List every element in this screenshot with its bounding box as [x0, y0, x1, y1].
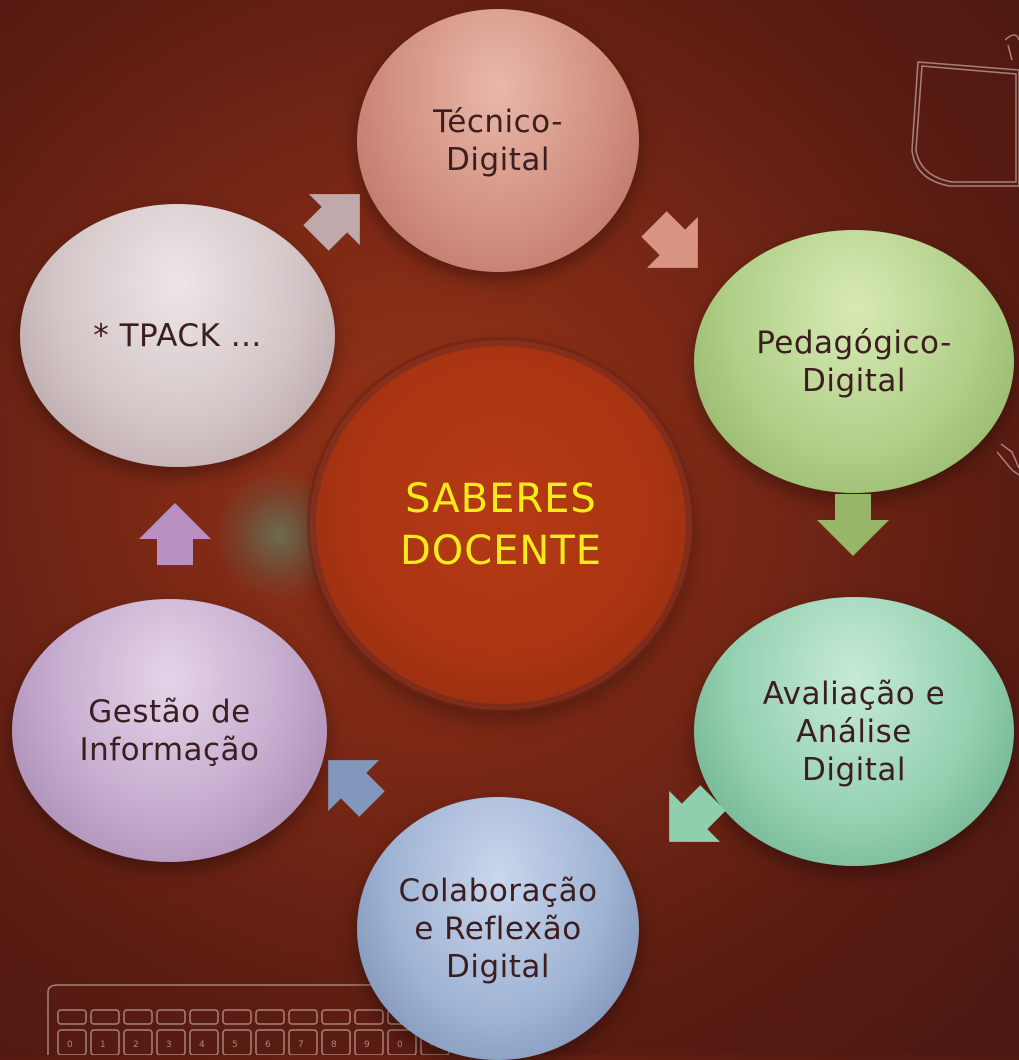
- keyboard-key: [321, 1029, 351, 1055]
- keyboard-key-label: 0: [67, 1040, 73, 1050]
- pen-sketch-icon: [996, 443, 1019, 476]
- keyboard-key: [57, 1029, 87, 1055]
- arrow-avaliacao-to-colaboracao: [643, 772, 739, 868]
- keyboard-key-label: 1: [100, 1040, 106, 1050]
- keyboard-key: [387, 1029, 417, 1055]
- node-label: Colaboração e Reflexão Digital: [398, 872, 598, 985]
- node-tpack: * TPACK ...: [20, 204, 335, 467]
- keyboard-key-label: 5: [232, 1040, 238, 1050]
- keyboard-key: [288, 1029, 318, 1055]
- keyboard-key-blank: [123, 1009, 153, 1025]
- keyboard-key: [354, 1029, 384, 1055]
- pouch-sketch-icon: [911, 34, 1019, 187]
- keyboard-key-blank: [57, 1009, 87, 1025]
- arrow-colaboracao-to-gestao: [302, 734, 398, 830]
- keyboard-key-label: 0: [397, 1040, 403, 1050]
- keyboard-key-label: 8: [331, 1040, 337, 1050]
- keyboard-key-label: 2: [133, 1040, 139, 1050]
- node-label: Avaliação e Análise Digital: [762, 675, 946, 788]
- arrow-pedagogico-to-avaliacao: [817, 494, 889, 556]
- keyboard-key: [222, 1029, 252, 1055]
- center-title: SABERES DOCENTE: [399, 476, 603, 574]
- arrow-tecnico-to-pedagogico: [628, 198, 724, 294]
- keyboard-key: [189, 1029, 219, 1055]
- keyboard-key-label: 7: [298, 1040, 304, 1050]
- keyboard-key: [255, 1029, 285, 1055]
- node-avaliacao-analise-digital: Avaliação e Análise Digital: [694, 597, 1014, 866]
- keyboard-key-blank: [255, 1009, 285, 1025]
- node-colaboracao-reflexao-digital: Colaboração e Reflexão Digital: [357, 797, 639, 1060]
- node-label: Gestão de Informação: [79, 693, 260, 768]
- keyboard-key-label: 4: [199, 1040, 205, 1050]
- arrow-gestao-to-tpack: [139, 503, 211, 565]
- node-tecnico-digital: Técnico- Digital: [357, 9, 639, 272]
- node-label: * TPACK ...: [93, 317, 262, 354]
- keyboard-key-blank: [321, 1009, 351, 1025]
- keyboard-key-blank: [90, 1009, 120, 1025]
- keyboard-key-blank: [354, 1009, 384, 1025]
- keyboard-key: [156, 1029, 186, 1055]
- node-pedagogico-digital: Pedagógico- Digital: [694, 230, 1014, 493]
- keyboard-key-blank: [288, 1009, 318, 1025]
- keyboard-key: [90, 1029, 120, 1055]
- keyboard-key-blank: [189, 1009, 219, 1025]
- keyboard-key: [123, 1029, 153, 1055]
- node-gestao-informacao: Gestão de Informação: [12, 599, 327, 862]
- keyboard-key-blank: [222, 1009, 252, 1025]
- center-circle: SABERES DOCENTE: [316, 346, 686, 704]
- arrow-tpack-to-tecnico: [290, 168, 386, 264]
- keyboard-key-blank: [156, 1009, 186, 1025]
- keyboard-key-label: 3: [166, 1040, 172, 1050]
- keyboard-key-label: 6: [265, 1040, 271, 1050]
- keyboard-key-label: 9: [364, 1040, 370, 1050]
- node-label: Pedagógico- Digital: [756, 324, 952, 399]
- node-label: Técnico- Digital: [433, 103, 563, 178]
